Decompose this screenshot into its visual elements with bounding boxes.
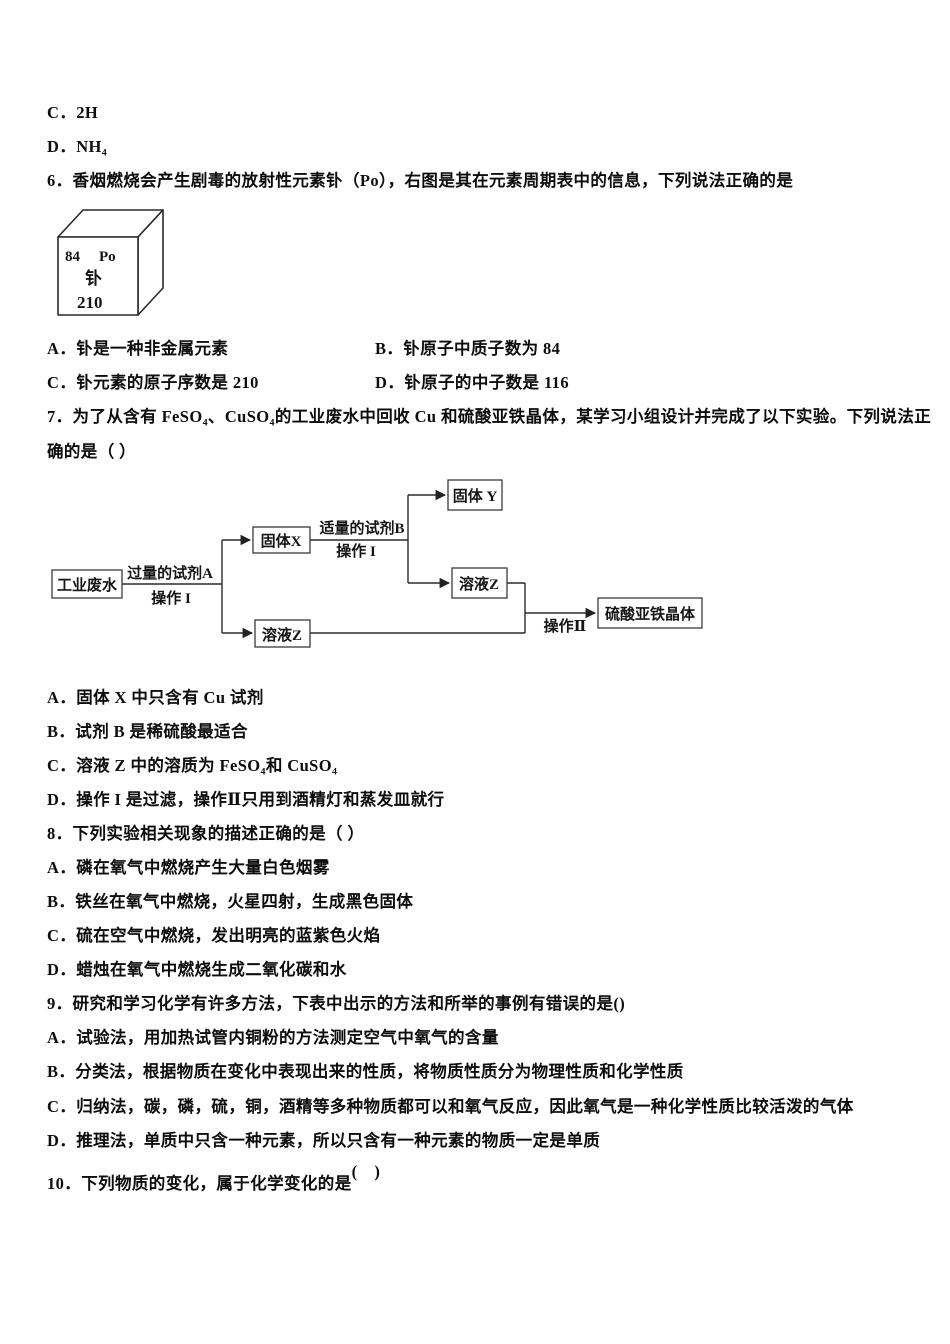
flow-box-solution-z-upper-label: 溶液Z xyxy=(459,575,499,593)
cube-element-symbol: Po xyxy=(99,249,116,265)
q9-stem: 9．研究和学习化学有许多方法，下表中出示的方法和所举的事例有错误的是() xyxy=(47,994,626,1013)
flow-box-solid-x xyxy=(252,526,311,554)
q7-stem-line2: 确的是（ ） xyxy=(47,442,137,461)
flow-box-solution-z-upper xyxy=(451,567,508,599)
q8-stem: 8．下列实验相关现象的描述正确的是（ ） xyxy=(47,824,365,843)
q9-option-c: C．归纳法，碳，磷，硫，铜，酒精等多种物质都可以和氧气反应，因此氧气是一种化学性… xyxy=(47,1097,854,1116)
q7-option-a: A．固体 X 中只含有 Cu 试剂 xyxy=(47,688,264,707)
q8-option-d: D．蜡烛在氧气中燃烧生成二氧化碳和水 xyxy=(47,960,347,979)
flow-box-solid-x-label: 固体X xyxy=(261,532,302,550)
q6-option-d: D．钋原子的中子数是 116 xyxy=(375,373,569,392)
flow-box-solution-z-lower xyxy=(254,619,311,648)
cube-element-name: 钋 xyxy=(85,268,102,288)
q10-line: 10．下列物质的变化，属于化学变化的是( ) xyxy=(47,1162,380,1194)
flow-box-solid-y-label: 固体 Y xyxy=(453,487,498,505)
flow-box-industrial-wastewater-label: 工业废水 xyxy=(57,576,118,594)
q6-stem: 6．香烟燃烧会产生剧毒的放射性元素钋（Po），右图是其在元素周期表中的信息，下列… xyxy=(47,171,794,190)
cube-front-face xyxy=(57,236,139,316)
flow-box-solid-y xyxy=(447,479,503,511)
q9-option-b: B．分类法，根据物质在变化中表现出来的性质，将物质性质分为物理性质和化学性质 xyxy=(47,1062,684,1081)
q5-option-c: C．2H xyxy=(47,103,99,122)
q9-option-a: A．试验法，用加热试管内铜粉的方法测定空气中氧气的含量 xyxy=(47,1028,499,1047)
q10-stem: 10．下列物质的变化，属于化学变化的是 xyxy=(47,1174,352,1193)
q6-option-c: C．钋元素的原子序数是 210 xyxy=(47,373,259,392)
cube-atomic-number: 84 xyxy=(65,249,81,265)
q6-option-b: B．钋原子中质子数为 84 xyxy=(375,339,561,358)
flow-box-ferrous-sulfate-crystal xyxy=(597,597,703,629)
q8-option-a: A．磷在氧气中燃烧产生大量白色烟雾 xyxy=(47,858,330,877)
q7-option-c: C．溶液 Z 中的溶质为 FeSO₄和 CuSO₄ xyxy=(47,756,338,775)
flow-box-solution-z-lower-label: 溶液Z xyxy=(262,626,302,644)
q8-option-c: C．硫在空气中燃烧，发出明亮的蓝紫色火焰 xyxy=(47,926,381,945)
q7-stem-line1: 7．为了从含有 FeSO₄、CuSO₄的工业废水中回收 Cu 和硫酸亚铁晶体，某… xyxy=(47,407,932,426)
q6-element-cube-diagram: 84 Po 钋 210 xyxy=(57,209,164,316)
flow-label-reagent-a: 过量的试剂A xyxy=(127,564,213,582)
q7-option-b: B．试剂 B 是稀硫酸最适合 xyxy=(47,722,248,741)
q8-option-b: B．铁丝在氧气中燃烧，火星四射，生成黑色固体 xyxy=(47,892,414,911)
flow-label-operation1b: 操作 I xyxy=(336,542,376,560)
flow-label-operation1: 操作 I xyxy=(151,589,191,607)
q9-option-d: D．推理法，单质中只含一种元素，所以只含有一种元素的物质一定是单质 xyxy=(47,1131,601,1150)
flow-label-operation2: 操作Ⅱ xyxy=(544,617,587,635)
flow-label-reagent-b: 适量的试剂B xyxy=(319,519,404,537)
q6-option-a: A．钋是一种非金属元素 xyxy=(47,339,229,358)
flow-box-ferrous-sulfate-crystal-label: 硫酸亚铁晶体 xyxy=(605,605,696,623)
q7-experiment-flowchart: 工业废水 固体X 溶液Z 固体 Y 溶液Z 硫酸亚铁晶体 过量的试剂A 操作 I… xyxy=(51,479,703,648)
q10-answer-parens: ( ) xyxy=(351,1162,381,1181)
flow-box-industrial-wastewater xyxy=(51,569,123,599)
q5-option-d: D．NH₄ xyxy=(47,137,108,156)
q7-option-d: D．操作 I 是过滤，操作Ⅱ只用到酒精灯和蒸发皿就行 xyxy=(47,790,445,809)
cube-relative-atomic-mass: 210 xyxy=(77,293,103,312)
